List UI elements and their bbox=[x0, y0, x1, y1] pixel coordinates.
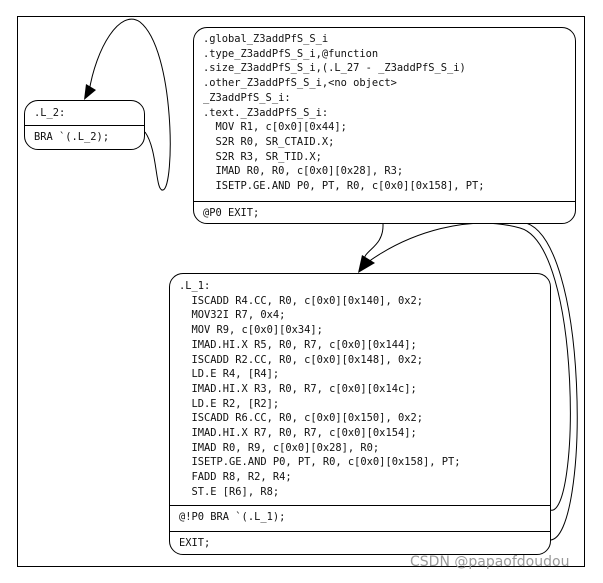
code-line: @!P0 BRA `(.L_1); bbox=[179, 511, 286, 523]
code-line: .other_Z3addPfS_S_i,<no object> bbox=[203, 77, 397, 90]
node-entry-footer: @P0 EXIT; bbox=[194, 202, 575, 221]
edge-l2-self-loop bbox=[88, 18, 171, 191]
code-line: ISETP.GE.AND P0, PT, R0, c[0x0][0x158], … bbox=[203, 180, 485, 193]
node-l2-divider bbox=[25, 125, 144, 126]
node-l2-body: .L_2: bbox=[25, 101, 144, 125]
code-line: BRA `(.L_2); bbox=[34, 131, 110, 143]
code-line: .size_Z3addPfS_S_i,(.L_27 - _Z3addPfS_S_… bbox=[203, 62, 466, 75]
node-l1-divider-1 bbox=[170, 505, 550, 506]
code-line: IMAD R0, R0, c[0x0][0x28], R3; bbox=[203, 165, 404, 178]
node-l2: .L_2: BRA `(.L_2); bbox=[24, 100, 145, 150]
code-line: IMAD.HI.X R3, R0, R7, c[0x0][0x14c]; bbox=[179, 382, 417, 395]
code-line: ISETP.GE.AND P0, PT, R0, c[0x0][0x158], … bbox=[179, 456, 461, 469]
graph-frame bbox=[17, 16, 585, 567]
edge-l1-loop bbox=[367, 222, 571, 511]
node-l1-footer: EXIT; bbox=[170, 532, 550, 551]
code-line: FADD R8, R2, R4; bbox=[179, 471, 292, 484]
code-line: IMAD R0, R9, c[0x0][0x28], R0; bbox=[179, 441, 380, 454]
code-line: .text._Z3addPfS_S_i: bbox=[203, 106, 329, 119]
code-line: @P0 EXIT; bbox=[203, 207, 260, 219]
code-line: S2R R0, SR_CTAID.X; bbox=[203, 135, 335, 148]
watermark: CSDN @papaofdoudou bbox=[410, 554, 570, 570]
code-line: MOV32I R7, 0x4; bbox=[179, 309, 286, 322]
code-line: .global_Z3addPfS_S_i bbox=[203, 33, 329, 45]
node-entry-body: .global_Z3addPfS_S_i .type_Z3addPfS_S_i,… bbox=[194, 28, 575, 201]
node-l1-middle: @!P0 BRA `(.L_1); bbox=[170, 506, 550, 531]
code-line: MOV R1, c[0x0][0x44]; bbox=[203, 121, 347, 134]
code-line: .type_Z3addPfS_S_i,@function bbox=[203, 47, 379, 60]
code-line: .L_2: bbox=[34, 107, 66, 119]
edge-entry-to-l1 bbox=[363, 223, 384, 263]
node-l1: .L_1: ISCADD R4.CC, R0, c[0x0][0x140], 0… bbox=[169, 273, 551, 555]
code-line: IMAD.HI.X R7, R0, R7, c[0x0][0x154]; bbox=[179, 427, 417, 440]
code-line: .L_1: bbox=[179, 280, 211, 292]
edge-l1-arrowhead bbox=[358, 255, 375, 273]
node-entry: .global_Z3addPfS_S_i .type_Z3addPfS_S_i,… bbox=[193, 27, 576, 224]
code-line: ISCADD R4.CC, R0, c[0x0][0x140], 0x2; bbox=[179, 294, 423, 307]
code-line: S2R R3, SR_TID.X; bbox=[203, 150, 322, 163]
code-line: _Z3addPfS_S_i: bbox=[203, 91, 291, 104]
code-line: ISCADD R2.CC, R0, c[0x0][0x148], 0x2; bbox=[179, 353, 423, 366]
node-entry-divider bbox=[194, 201, 575, 202]
code-line: IMAD.HI.X R5, R0, R7, c[0x0][0x144]; bbox=[179, 338, 417, 351]
code-line: LD.E R4, [R4]; bbox=[179, 368, 280, 381]
code-line: MOV R9, c[0x0][0x34]; bbox=[179, 324, 323, 337]
code-line: ISCADD R6.CC, R0, c[0x0][0x150], 0x2; bbox=[179, 412, 423, 425]
node-l1-divider-2 bbox=[170, 531, 550, 532]
code-line: EXIT; bbox=[179, 537, 211, 549]
node-l1-body: .L_1: ISCADD R4.CC, R0, c[0x0][0x140], 0… bbox=[170, 274, 550, 505]
code-line: ST.E [R6], R8; bbox=[179, 485, 280, 498]
edge-l2-arrowhead bbox=[84, 84, 96, 100]
node-l2-footer: BRA `(.L_2); bbox=[25, 126, 144, 145]
code-line: LD.E R2, [R2]; bbox=[179, 397, 280, 410]
edge-l1-outer bbox=[521, 221, 578, 541]
